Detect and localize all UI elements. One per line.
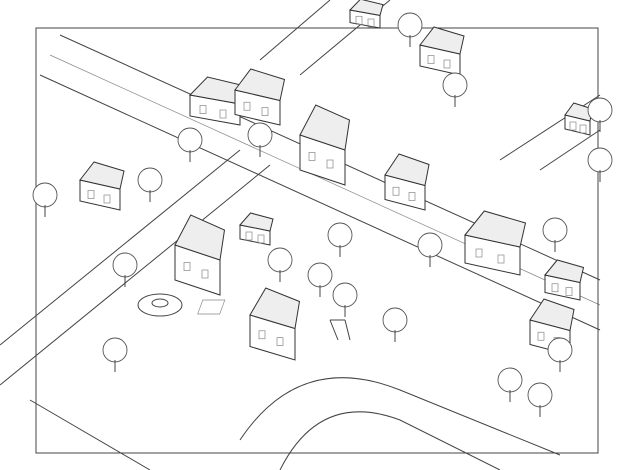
tree: [542, 217, 568, 252]
trees: [32, 12, 613, 417]
house: [234, 68, 286, 126]
houses: [79, 0, 594, 361]
house: [464, 210, 527, 276]
tree: [307, 262, 333, 297]
house: [188, 76, 246, 126]
house: [174, 214, 226, 296]
house: [419, 26, 465, 76]
tree: [177, 127, 203, 162]
tree: [497, 367, 523, 402]
house: [249, 287, 301, 361]
house: [299, 104, 351, 186]
tree: [397, 12, 423, 47]
fountain: [137, 293, 183, 317]
tree: [332, 282, 358, 317]
tree: [112, 252, 138, 287]
tree: [547, 337, 573, 372]
tree: [587, 97, 613, 132]
house: [384, 153, 430, 211]
house: [79, 161, 125, 211]
tree: [587, 147, 613, 182]
tree: [137, 167, 163, 202]
tree: [442, 72, 468, 107]
tree: [527, 382, 553, 417]
tree: [417, 232, 443, 267]
tree: [247, 122, 273, 157]
house: [544, 259, 585, 301]
tree: [102, 337, 128, 372]
tree: [327, 222, 353, 257]
house: [239, 212, 274, 246]
map-frame: [35, 27, 599, 454]
tree: [382, 307, 408, 342]
tree: [267, 247, 293, 282]
playground: [197, 299, 351, 341]
tree: [32, 182, 58, 217]
house: [564, 102, 594, 136]
house: [348, 0, 384, 29]
